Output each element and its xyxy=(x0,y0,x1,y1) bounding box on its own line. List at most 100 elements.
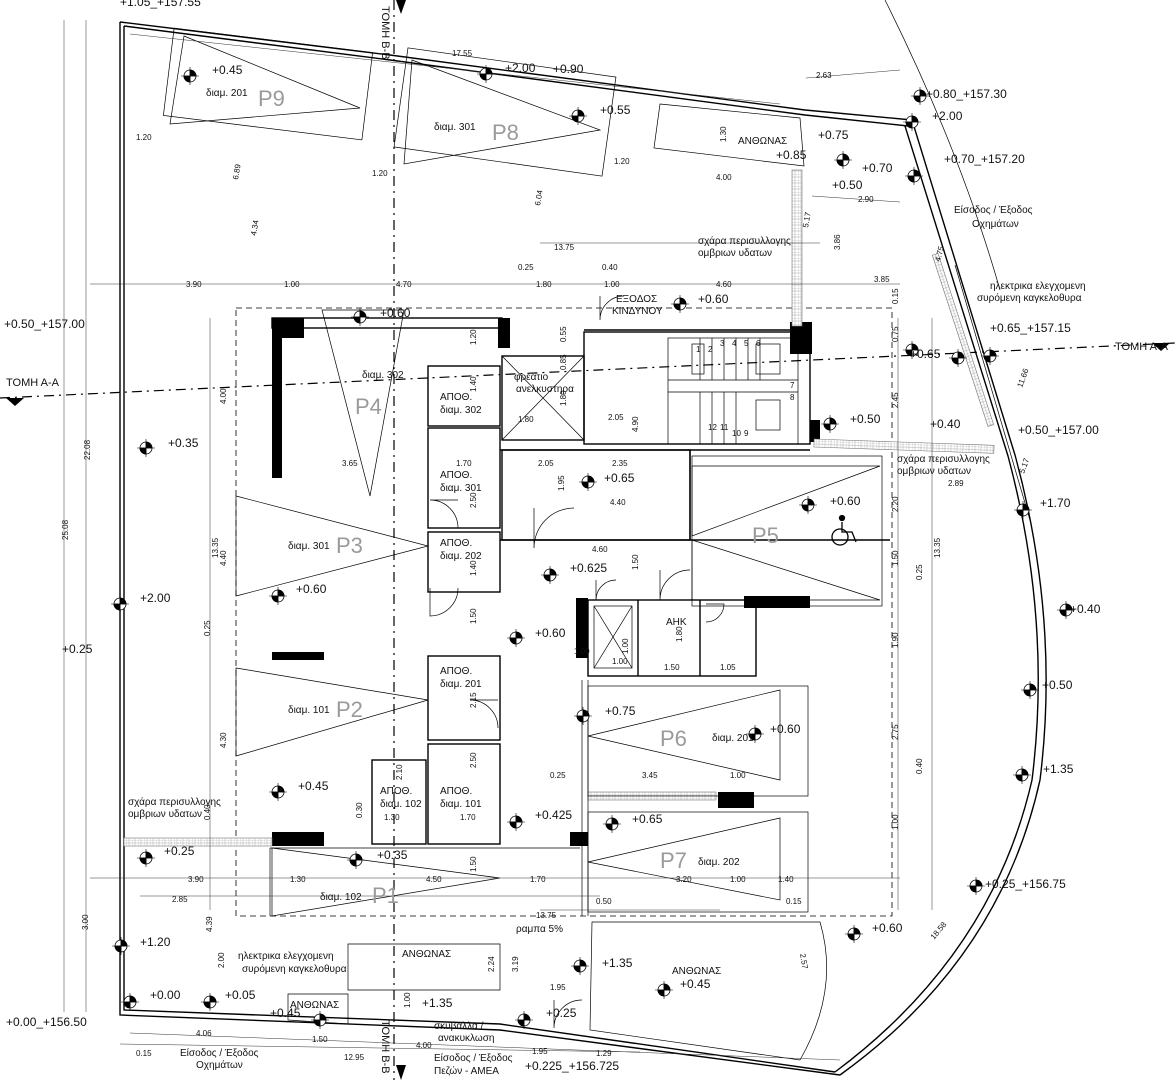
dimension-value: 1.70 xyxy=(460,813,476,822)
dimension-value: 1.29 xyxy=(596,1049,612,1058)
storage-flat: διαμ. 202 xyxy=(440,551,482,562)
stair-step-number: 8 xyxy=(790,393,795,402)
level-marker-icon xyxy=(1057,601,1075,619)
garden-label: ΑΝΘΩΝΑΣ xyxy=(738,136,787,147)
dimension-value: 3.85 xyxy=(874,275,890,284)
level-marker-icon xyxy=(121,993,139,1011)
level-marker-icon xyxy=(903,341,921,359)
dimension-value: 1.50 xyxy=(469,856,478,872)
storage-name: ΑΠΟΘ. xyxy=(440,392,472,403)
storage-flat: διαμ. 201 xyxy=(440,679,482,690)
storage-name: ΑΠΟΘ. xyxy=(380,786,412,797)
spot-level: +1.70 xyxy=(1040,496,1071,510)
spot-level: +0.90 xyxy=(553,62,584,76)
stair xyxy=(667,337,799,445)
emergency-exit-label: ΚΙΝΔΥΝΟΥ xyxy=(612,306,663,317)
dimension-value: 11.66 xyxy=(1015,367,1030,389)
dimension-value: 1.40 xyxy=(469,376,478,392)
spot-level: +2.00 xyxy=(140,591,171,605)
dimension-value: 2.57 xyxy=(798,953,810,970)
dimension-lines xyxy=(63,20,933,1061)
parking-flat: διαμ. 202 xyxy=(698,857,740,868)
wheelchair-icon xyxy=(831,514,857,546)
drain-note: σχάρα περισυλλογης xyxy=(897,453,990,465)
dimension-value: 0.50 xyxy=(596,897,612,906)
level-marker-icon xyxy=(569,107,587,125)
parking-bays xyxy=(162,27,883,917)
spot-level: +0.00 xyxy=(150,988,181,1002)
dimension-value: 1.80 xyxy=(536,280,552,289)
spot-level: +0.60 xyxy=(698,292,729,306)
level-marker-icon xyxy=(571,957,589,975)
level-right-1: +0.65_+157.15 xyxy=(990,321,1071,335)
level-marker-icon xyxy=(1013,766,1031,784)
drain-note: ομβριων υδατων xyxy=(128,809,202,820)
dimension-value: 0.75 xyxy=(891,326,900,342)
dimension-value: 2.15 xyxy=(469,692,478,708)
dimension-value: 2.63 xyxy=(816,71,832,80)
dimension-value: 1.00 xyxy=(891,814,900,830)
spot-level: +0.75 xyxy=(818,128,849,142)
level-marker-icon xyxy=(111,595,129,613)
garden-label: ΑΝΘΩΝΑΣ xyxy=(290,1000,339,1011)
parking-id: P3 xyxy=(336,533,363,558)
level-marker-icon xyxy=(821,415,839,433)
spot-level: +0.65 xyxy=(632,812,663,826)
dimension-value: 2.00 xyxy=(217,952,226,968)
level-left-025: +0.25 xyxy=(62,642,93,656)
parking-flat: διαμ. 102 xyxy=(320,892,362,903)
stair-step-number: 9 xyxy=(744,429,749,438)
parking-flat: διαμ. 101 xyxy=(288,705,330,716)
level-right-2: +0.50_+157.00 xyxy=(1018,423,1099,437)
dimension-value: 4.00 xyxy=(219,388,228,404)
spot-level: +0.45 xyxy=(212,63,243,77)
dimension-value: 4.06 xyxy=(196,1029,212,1038)
dimension-value: 1.00 xyxy=(730,875,746,884)
garden-label: ΑΝΘΩΝΑΣ xyxy=(402,949,451,960)
gate-note: συρόμενη καγκελοθυρα xyxy=(242,963,347,975)
dimension-value: 0.40 xyxy=(602,263,618,272)
spot-level: +0.50 xyxy=(1042,678,1073,692)
section-aa-left: ΤΟΜΗ Α-Α xyxy=(6,377,60,389)
level-marker-icon xyxy=(269,783,287,801)
dimension-value: 2.85 xyxy=(172,895,188,904)
stair-step-number: 2 xyxy=(708,345,713,354)
dimension-value: 13.35 xyxy=(933,537,942,558)
stair-step-number: 1 xyxy=(696,345,701,354)
dimension-value: 3.20 xyxy=(676,875,692,884)
garden-label: ΑΝΘΩΝΑΣ xyxy=(672,966,721,977)
gate-note: ηλεκτρικα ελεγχομενη xyxy=(238,951,334,962)
dimension-value: 4.40 xyxy=(219,550,228,566)
storage-rooms xyxy=(371,365,501,845)
notes: σχάρα περισυλλογης ομβριων υδατων σχάρα … xyxy=(128,204,1086,1077)
level-marker-icon xyxy=(911,87,929,105)
stair-step-number: 7 xyxy=(790,381,795,390)
dimension-value: 4.70 xyxy=(396,280,412,289)
dimension-value: 6.04 xyxy=(533,189,545,206)
vehicle-entry-note: Είσοδος / Έξοδος xyxy=(954,204,1033,216)
spot-level: +0.65 xyxy=(604,471,635,485)
dimension-value: 17.55 xyxy=(452,49,473,58)
dimension-value: 2.50 xyxy=(469,492,478,508)
spot-level: +0.40 xyxy=(930,417,961,431)
dimension-value: 2.05 xyxy=(608,413,624,422)
dimension-value: 3.90 xyxy=(186,280,202,289)
stair-step-number: 11 xyxy=(720,423,729,432)
dimension-value: 1.80 xyxy=(518,415,534,424)
dimension-value: 0.85 xyxy=(559,354,568,370)
spot-level: +0.60 xyxy=(872,921,903,935)
level-marker-icon xyxy=(311,1011,329,1029)
stair-step-number: 12 xyxy=(708,423,717,432)
dimension-value: 1.40 xyxy=(778,875,794,884)
level-marker-icon xyxy=(477,65,495,83)
dimension-value: 18.58 xyxy=(929,920,949,942)
gate-note: ηλεκτρικα ελεγχομενη xyxy=(990,281,1086,292)
spot-level: +0.45 xyxy=(270,1006,301,1020)
level-marker-icon xyxy=(574,707,592,725)
dimension-value: 4.50 xyxy=(426,875,442,884)
pedestrian-entry-note: Είσοδος / Έξοδος xyxy=(434,1052,513,1064)
storage-name: ΑΠΟΘ. xyxy=(440,666,472,677)
spot-level: +0.75 xyxy=(605,704,636,718)
spot-level: +0.40 xyxy=(1070,602,1101,616)
